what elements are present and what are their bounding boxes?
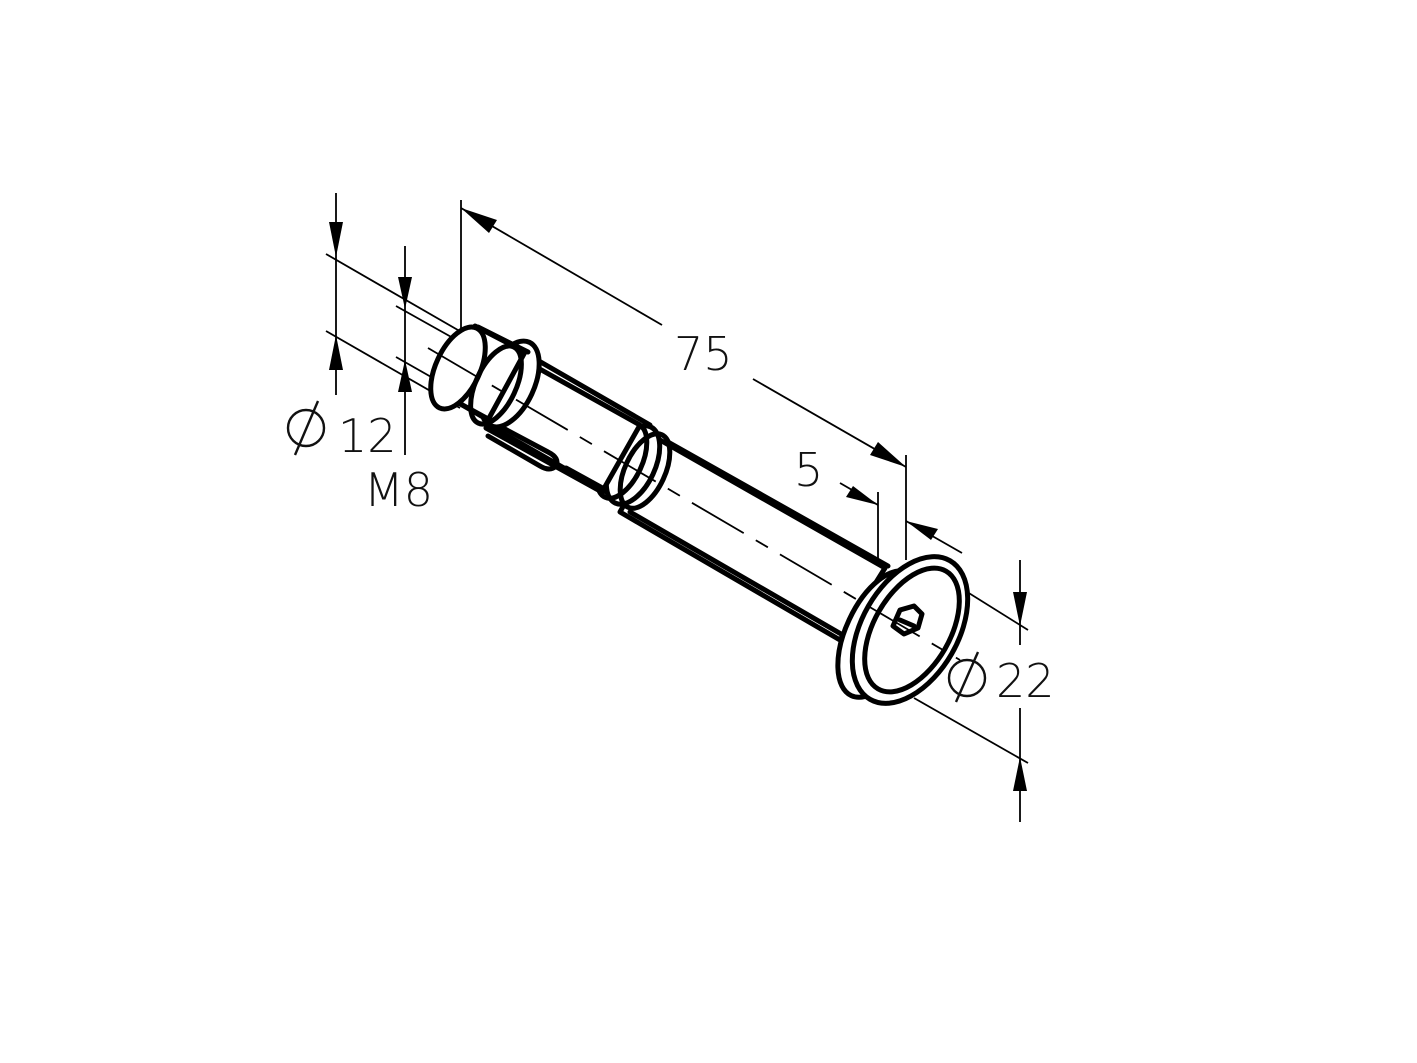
dim-label-m8: M8 [364, 463, 433, 517]
arrow-right-icon [870, 442, 906, 467]
arrow-right-icon [846, 486, 878, 505]
dimension-head-thickness-5 [839, 482, 963, 566]
arrow-down-icon [1013, 592, 1027, 626]
arrow-left-icon [461, 208, 497, 233]
bolt-part [427, 323, 971, 706]
dimension-diameter-12 [325, 193, 471, 409]
diameter-symbol-icon [947, 658, 987, 698]
label-diameter-22: 22 [947, 651, 1055, 708]
shank [617, 437, 891, 643]
dim-label-75: 75 [674, 327, 733, 381]
dimension-labels: 12 M8 75 5 22 [286, 327, 1055, 708]
dim-label-12: 12 [338, 409, 397, 463]
dim-label-5: 5 [794, 443, 823, 497]
arrow-up-icon [329, 335, 343, 370]
arrow-left-icon [906, 521, 938, 540]
dimension-diameter-22 [913, 560, 1029, 822]
dim-label-22: 22 [996, 654, 1055, 708]
label-diameter-12: 12 [286, 400, 397, 463]
diameter-symbol-icon [286, 408, 326, 448]
dimension-line [460, 207, 663, 326]
threaded-tip [428, 323, 531, 427]
centerline [427, 347, 961, 661]
arrow-up-icon [1013, 757, 1027, 791]
extension-line [325, 253, 471, 338]
arrow-down-icon [398, 277, 412, 309]
dimension-length-75 [460, 200, 907, 560]
extension-line [913, 697, 1029, 764]
arrow-down-icon [329, 222, 343, 257]
arrow-up-icon [398, 360, 412, 392]
